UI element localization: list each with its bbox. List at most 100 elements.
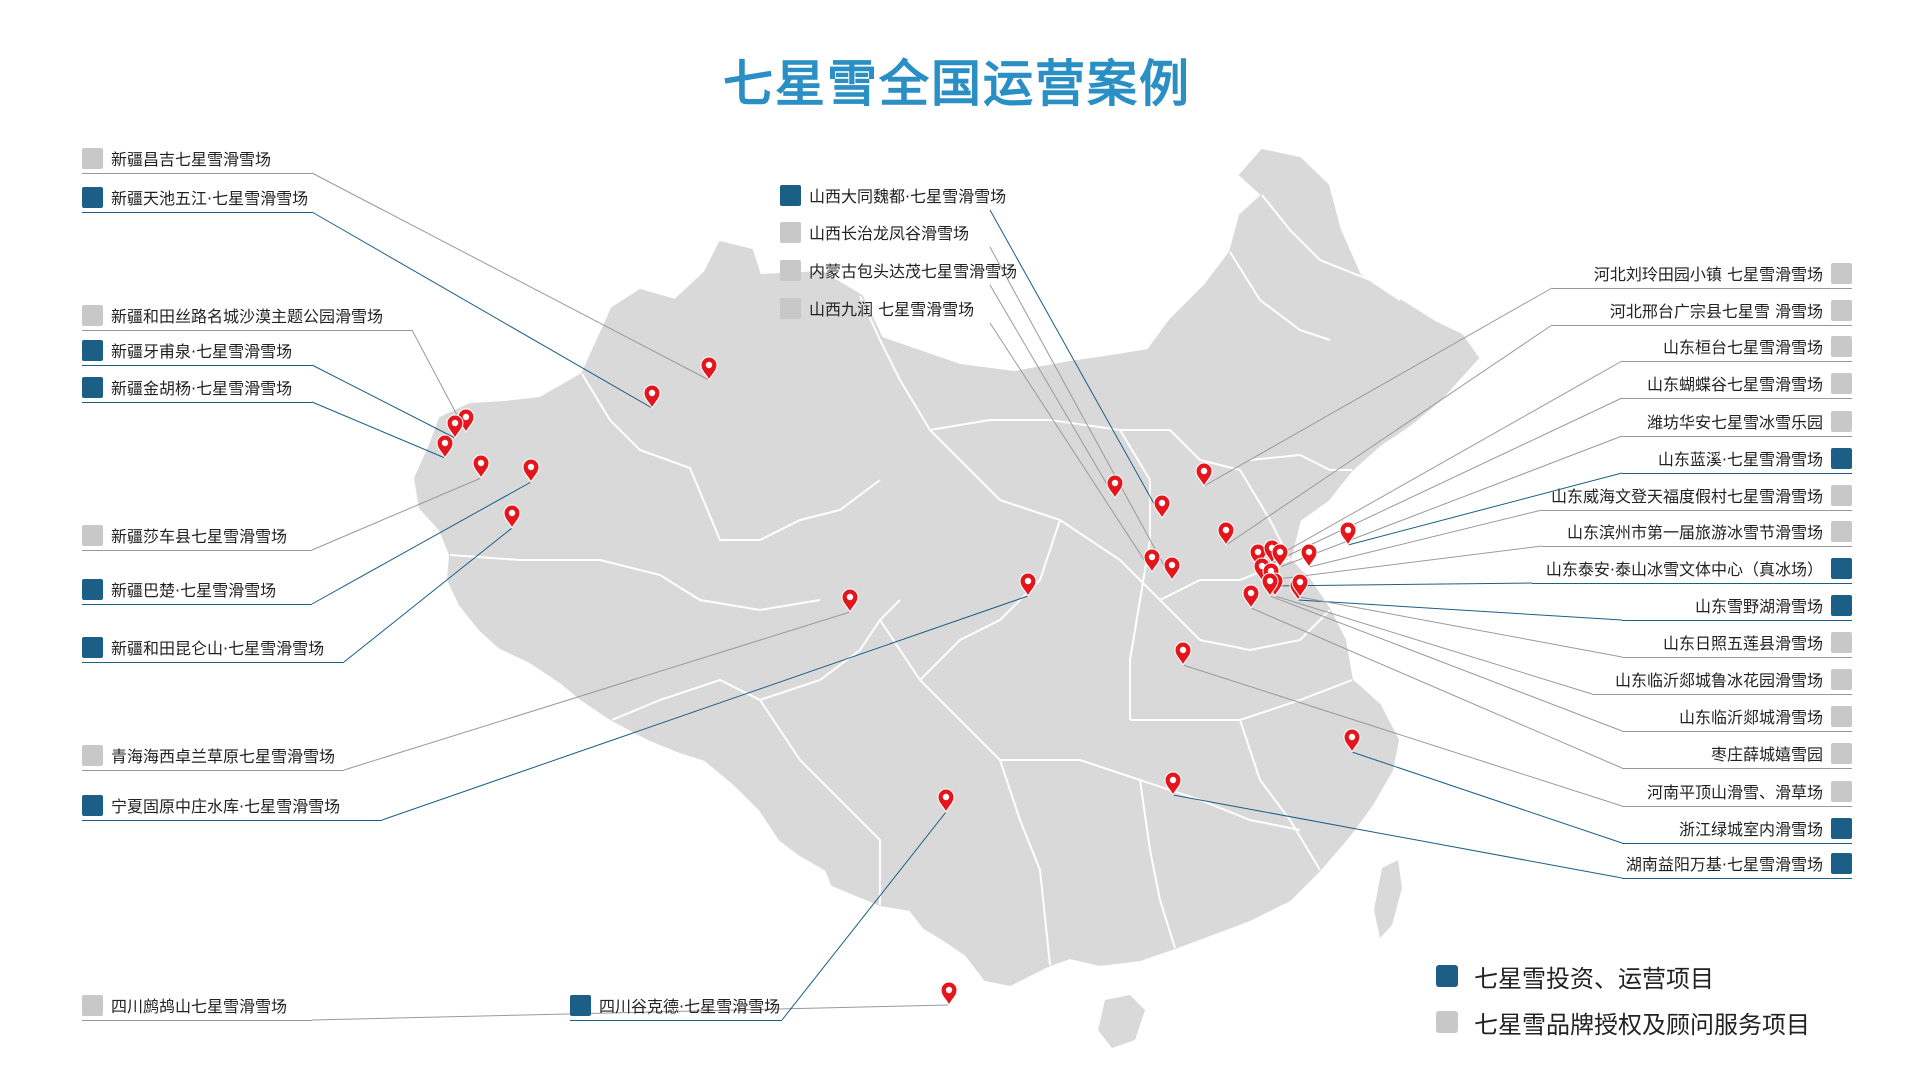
label-left-9: 宁夏固原中庄水库·七星雪滑雪场 [82,790,382,821]
legend-item-invest: 七星雪投资、运营项目 [1436,953,1810,999]
province-border [1249,453,1352,471]
label-swatch [82,744,103,766]
legend: 七星雪投资、运营项目 七星雪品牌授权及顾问服务项目 [1436,953,1810,1045]
leader-line [1250,607,1623,769]
province-border [859,295,1001,501]
label-right-3: 山东蝴蝶谷七星雪滑雪场 [1622,368,1852,399]
label-swatch [82,636,103,658]
label-text: 新疆金胡杨·七星雪滑雪场 [111,379,293,398]
label-top-2: 内蒙古包头达茂七星雪滑雪场 [780,255,1017,285]
province-border [1199,609,1331,652]
province-border [1229,251,1331,341]
map-pin-icon [1106,474,1124,500]
map-pin-icon [700,356,718,382]
label-swatch [1831,594,1852,616]
label-text: 山东威海文登天福度假村七星雪滑雪场 [1550,487,1823,506]
label-swatch [1831,631,1852,653]
map-pin-icon [1261,572,1279,598]
leader-line [311,211,653,409]
label-swatch [570,994,591,1016]
province-border [999,499,1201,641]
map-pin-icon [1174,641,1192,667]
province-border [1139,779,1176,949]
province-border [449,554,821,612]
province-border [1169,429,1291,561]
mainland-shape [413,148,1480,987]
map-pin-icon [1242,584,1260,610]
label-text: 山西大同魏都·七星雪滑雪场 [809,187,1007,206]
map-pin-icon [1153,494,1171,520]
leader-line [381,595,1029,821]
leader-line [989,209,1163,519]
label-right-6: 山东威海文登天福度假村七星雪滑雪场 [1542,480,1852,511]
label-text: 枣庄薛城嬉雪园 [1710,745,1823,764]
label-top-1: 山西长治龙凤谷滑雪场 [780,217,969,247]
map-pin-icon [1253,557,1271,583]
legend-swatch-license [1436,1011,1458,1033]
label-swatch [780,259,801,281]
map-pins [436,356,1361,1007]
label-text: 浙江绿城室内滑雪场 [1678,820,1823,839]
label-text: 河南平顶山滑雪、滑草场 [1646,783,1823,802]
map-pin-icon [1291,573,1309,599]
leader-line [311,481,532,605]
label-swatch [780,297,801,319]
label-swatch [1831,817,1852,839]
label-text: 新疆牙甫泉·七星雪滑雪场 [111,342,293,361]
leader-line [989,322,1153,573]
map-pin-icon [1217,521,1235,547]
label-left-6: 新疆巴楚·七星雪滑雪场 [82,574,312,605]
label-left-7: 新疆和田昆仑山·七星雪滑雪场 [82,632,344,663]
leader-line [1203,287,1553,487]
label-right-7: 山东滨州市第一届旅游冰雪节滑雪场 [1542,516,1852,547]
map-pin-icon [937,788,955,814]
label-text: 内蒙古包头达茂七星雪滑雪场 [809,262,1018,281]
map-pin-icon [1300,543,1318,569]
map-pin-icon [1271,543,1289,569]
map-landmass [413,148,1480,1048]
label-left-4: 新疆金胡杨·七星雪滑雪场 [82,372,312,403]
province-border [919,519,1061,681]
map-pin-icon [472,454,490,480]
label-left-0: 新疆昌吉七星雪滑雪场 [82,143,312,174]
leader-line [1351,751,1623,844]
label-swatch [82,376,103,398]
legend-text-invest: 七星雪投资、运营项目 [1474,964,1714,993]
label-swatch [1831,705,1852,727]
label-right-10: 山东日照五莲县滑雪场 [1622,627,1852,658]
label-left-10: 四川鹧鸪山七星雪滑雪场 [82,990,312,1021]
map-pin-icon [446,414,464,440]
label-text: 山东雪野湖滑雪场 [1694,597,1823,616]
map-pin-icon [522,458,540,484]
legend-item-license: 七星雪品牌授权及顾问服务项目 [1436,999,1810,1045]
taiwan-shape [1374,860,1402,938]
label-text: 宁夏固原中庄水库·七星雪滑雪场 [111,797,341,816]
leader-line [343,527,513,663]
label-right-5: 山东蓝溪·七星雪滑雪场 [1622,443,1852,474]
label-text: 四川谷克德·七星雪滑雪场 [599,997,781,1016]
label-right-15: 浙江绿城室内滑雪场 [1622,813,1852,844]
province-border [1239,719,1321,871]
label-top-0: 山西大同魏都·七星雪滑雪场 [780,180,1006,210]
label-right-11: 山东临沂郯城鲁冰花园滑雪场 [1592,664,1852,695]
leader-line [1299,596,1623,658]
label-text: 潍坊华安七星雪冰雪乐园 [1646,413,1823,432]
leader-line [1182,664,1623,807]
map-pin-icon [1343,728,1361,754]
label-right-4: 潍坊华安七星雪冰雪乐园 [1622,406,1852,437]
map-pin-icon [1195,462,1213,488]
label-text: 新疆和田昆仑山·七星雪滑雪场 [111,639,325,658]
label-bottom-0: 四川谷克德·七星雪滑雪场 [570,990,782,1021]
map-pin-icon [940,981,958,1007]
label-text: 山东滨州市第一届旅游冰雪节滑雪场 [1566,523,1823,542]
label-text: 新疆巴楚·七星雪滑雪场 [111,581,277,600]
map-pin-icon [1163,556,1181,582]
label-text: 山西长治龙凤谷滑雪场 [809,224,970,243]
leader-line [1172,794,1623,879]
label-right-8: 山东泰安·泰山冰雪文体中心（真冰场） [1532,553,1852,584]
province-borders [449,194,1401,966]
label-swatch [1831,742,1852,764]
leader-line [311,364,456,439]
label-swatch [82,304,103,326]
hainan-shape [1098,995,1145,1048]
